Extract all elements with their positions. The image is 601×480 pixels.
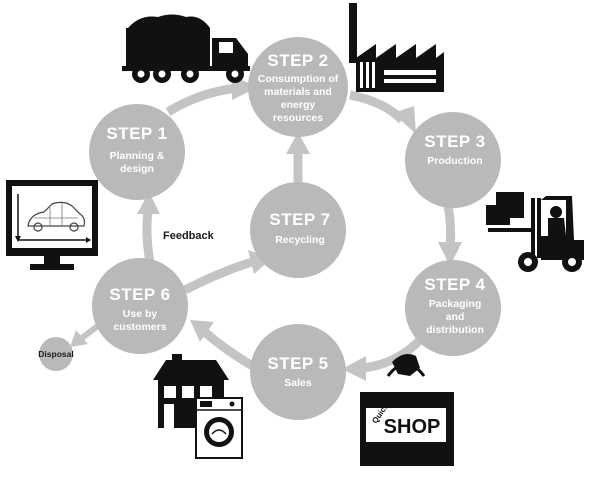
step-7-title: STEP 7	[269, 210, 330, 229]
step-2-line-2: materials and	[264, 86, 332, 98]
arrow-step7-to-step2	[286, 132, 310, 182]
step-6-line-2: customers	[113, 321, 166, 333]
arrow-step1-to-step2	[165, 76, 258, 116]
step-3-circle	[405, 112, 501, 208]
step-7: STEP 7 Recycling	[250, 182, 346, 278]
arrow-step6-to-step1	[137, 192, 160, 263]
step-3-title: STEP 3	[424, 132, 485, 151]
computer-monitor-icon	[6, 180, 98, 270]
arrow-step4-to-step5	[342, 336, 424, 381]
step-2: STEP 2 Consumption of materials and ener…	[248, 37, 348, 137]
step-1-line-2: design	[120, 163, 154, 175]
step-4-line-2: and	[446, 311, 465, 323]
step-3-line-1: Production	[427, 155, 482, 167]
step-6-line-1: Use by	[123, 308, 158, 320]
step-1: STEP 1 Planning & design	[89, 104, 185, 200]
step-5: STEP 5 Sales	[250, 324, 346, 420]
step-4-circle	[405, 260, 501, 356]
washing-machine-icon	[195, 397, 243, 459]
step-7-line-1: Recycling	[275, 234, 325, 246]
step-2-circle	[248, 37, 348, 137]
shopping-bag-icon: SHOP Quick	[360, 354, 454, 466]
step-1-circle	[89, 104, 185, 200]
arrows	[70, 76, 462, 381]
step-7-circle	[250, 182, 346, 278]
step-6-circle	[92, 258, 188, 354]
step-1-line-1: Planning &	[110, 150, 165, 162]
disposal-node: Disposal	[38, 337, 74, 371]
shop-sign-text: SHOP	[384, 416, 441, 438]
truck-icon	[122, 14, 250, 83]
arrow-step2-to-step3	[349, 90, 416, 134]
step-4: STEP 4 Packaging and distribution	[405, 260, 501, 356]
disposal-label: Disposal	[38, 349, 73, 359]
forklift-icon	[486, 192, 584, 272]
step-2-title: STEP 2	[267, 51, 328, 70]
feedback-label: Feedback	[163, 230, 215, 242]
step-4-line-1: Packaging	[429, 298, 482, 310]
factory-icon	[349, 3, 444, 92]
step-2-line-1: Consumption of	[258, 73, 339, 85]
step-6-title: STEP 6	[109, 285, 170, 304]
step-4-line-3: distribution	[426, 324, 484, 336]
step-5-title: STEP 5	[267, 354, 328, 373]
step-4-title: STEP 4	[424, 275, 485, 294]
step-2-line-3: energy	[281, 99, 316, 111]
disposal-circle	[39, 337, 73, 371]
step-2-line-4: resources	[273, 112, 323, 124]
step-3: STEP 3 Production	[405, 112, 501, 208]
step-1-title: STEP 1	[106, 124, 167, 143]
step-5-line-1: Sales	[284, 377, 312, 389]
step-6: STEP 6 Use by customers	[92, 258, 188, 354]
arrow-step3-to-step4	[438, 204, 462, 266]
step-5-circle	[250, 324, 346, 420]
